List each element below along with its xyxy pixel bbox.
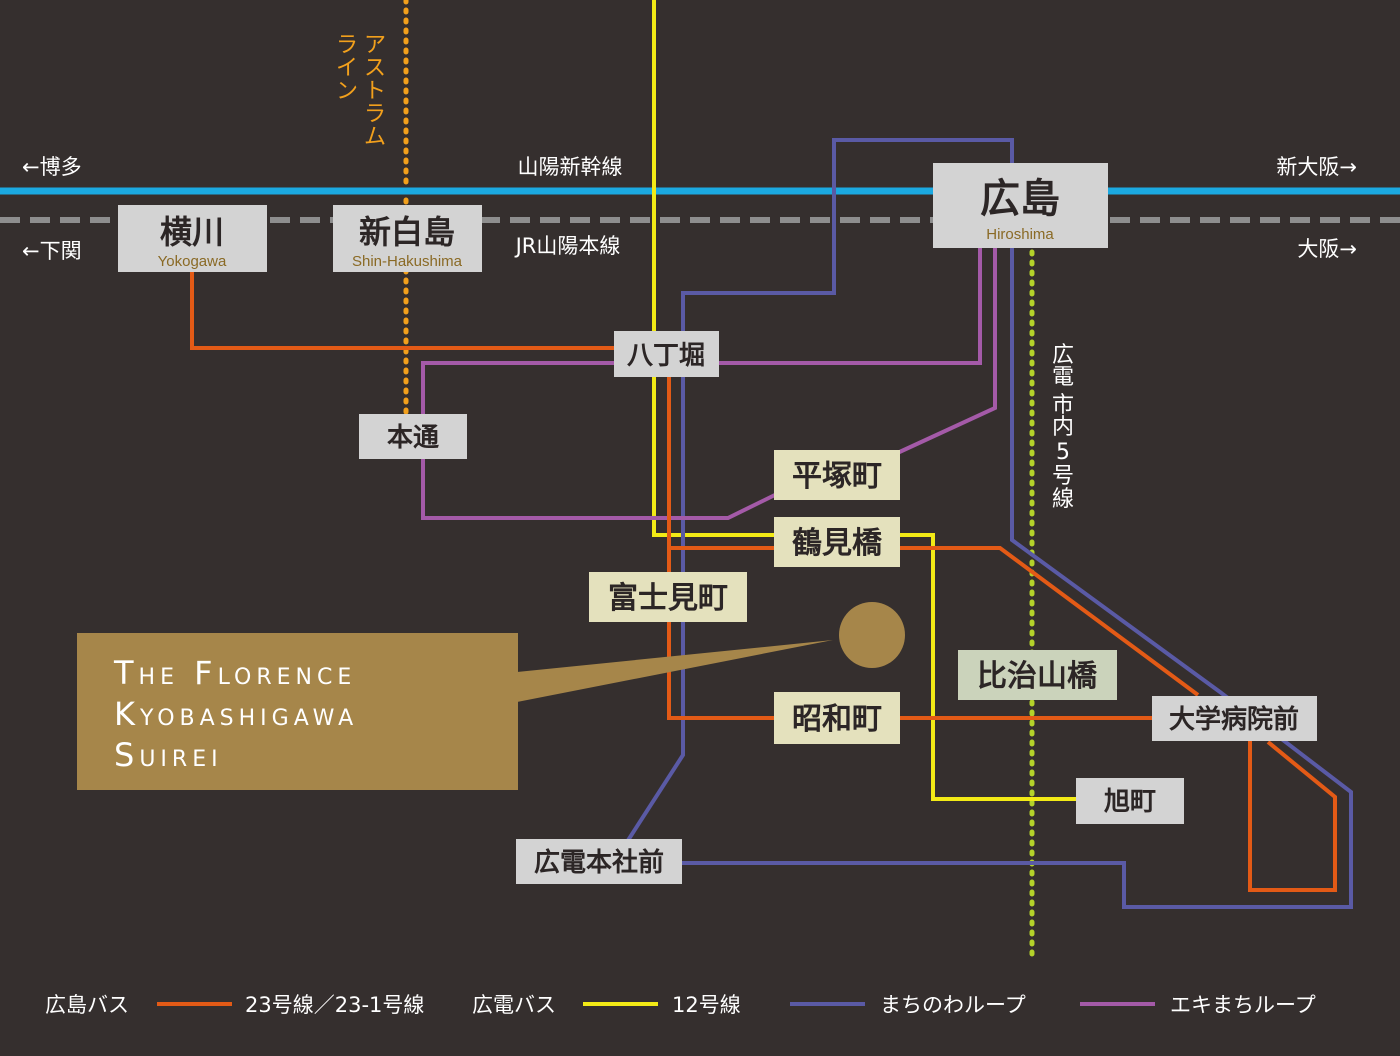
legend: 広島バス 23号線／23-1号線 広電バス 12号線 まちのわループ エキまちル… (45, 993, 1316, 1017)
stations: 横川 Yokogawa 新白島 Shin-Hakushima 広島 Hirosh… (118, 163, 1317, 884)
station-hondori-name: 本通 (387, 423, 439, 453)
station-hiratsukacho-name: 平塚町 (792, 459, 882, 494)
eki-machi-loop-route (421, 247, 997, 520)
station-fujimicho[interactable]: 富士見町 (589, 572, 747, 622)
property-location-marker[interactable] (839, 602, 905, 668)
station-hiroden-honsha-mae-name: 広電本社前 (534, 847, 664, 878)
hiroden-tram-label-char: 内 (1052, 415, 1074, 440)
station-hatchobori-name: 八丁堀 (627, 341, 705, 371)
station-shin-hakushima-sub: Shin-Hakushima (352, 253, 463, 270)
astram-line-label: アストラム ライン (336, 33, 386, 150)
legend-label-line12: 12号線 (672, 993, 741, 1017)
east-shin-osaka-label: 新大阪→ (1276, 155, 1357, 179)
hiroden-tram-label-char: 号 (1052, 464, 1074, 489)
property-name-line3: Suirei (114, 736, 223, 774)
legend-group-hiroden-bus: 広電バス (472, 993, 556, 1017)
east-osaka-label: 大阪→ (1297, 237, 1357, 261)
station-hondori[interactable]: 本通 (359, 414, 467, 459)
station-yokogawa[interactable]: 横川 Yokogawa (118, 205, 267, 272)
west-hakata-label: ←博多 (22, 155, 82, 179)
station-asahimachi[interactable]: 旭町 (1076, 778, 1184, 824)
legend-group-hiroshima-bus: 広島バス (45, 993, 129, 1017)
station-shin-hakushima[interactable]: 新白島 Shin-Hakushima (333, 205, 482, 272)
station-showamachi-name: 昭和町 (792, 702, 882, 737)
legend-label-machinowa: まちのわループ (880, 993, 1026, 1017)
station-shin-hakushima-name: 新白島 (359, 213, 455, 251)
station-hijiyamabashi[interactable]: 比治山橋 (958, 650, 1117, 700)
station-tsurumibashi[interactable]: 鶴見橋 (774, 517, 900, 567)
machinowa-loop-route (623, 138, 1353, 909)
astram-label-col1: アストラム (364, 33, 386, 150)
property-pointer (517, 640, 833, 702)
station-hiratsukacho[interactable]: 平塚町 (774, 450, 900, 500)
station-asahimachi-name: 旭町 (1104, 787, 1156, 817)
property-name-line2: Kyobashigawa (114, 695, 358, 733)
hiroden-tram-label-char: 5 (1056, 440, 1070, 465)
hiroden-tram-label-char: 線 (1052, 487, 1074, 512)
station-tsurumibashi-name: 鶴見橋 (792, 526, 883, 561)
station-daigaku-byoin-mae[interactable]: 大学病院前 (1152, 696, 1317, 741)
jr-line-label: JR山陽本線 (514, 234, 621, 258)
station-hiroden-honsha-mae[interactable]: 広電本社前 (516, 839, 682, 884)
property-name-line1: The Florence (113, 654, 356, 692)
station-hiroshima-sub: Hiroshima (986, 226, 1054, 243)
station-yokogawa-name: 横川 (160, 213, 224, 251)
station-daigaku-byoin-mae-name: 大学病院前 (1169, 704, 1299, 735)
rail-lines (0, 0, 1400, 961)
rail-labels: 山陽新幹線 JR山陽本線 ←博多 新大阪→ ←下関 大阪→ アストラム ライン … (22, 33, 1357, 512)
astram-label-col2: ライン (336, 33, 358, 104)
station-hijiyamabashi-name: 比治山橋 (977, 659, 1098, 694)
property-callout: The Florence Kyobashigawa Suirei (77, 602, 905, 790)
station-hiroshima-name: 広島 (980, 175, 1060, 222)
west-shimonoseki-label: ←下関 (22, 239, 82, 263)
hiroden-tram-label-char: 電 (1052, 365, 1074, 390)
shinkansen-label: 山陽新幹線 (518, 155, 623, 179)
hiroden-tram-label-char: 市 (1052, 393, 1074, 418)
station-hiroshima[interactable]: 広島 Hiroshima (933, 163, 1108, 248)
hiroden-tram-label-char: 広 (1052, 343, 1074, 368)
property-name-box (77, 633, 518, 790)
station-yokogawa-sub: Yokogawa (158, 253, 227, 270)
legend-label-ekimachi: エキまちループ (1170, 993, 1316, 1017)
legend-label-line23: 23号線／23-1号線 (245, 993, 424, 1017)
station-fujimicho-name: 富士見町 (608, 581, 728, 616)
station-showamachi[interactable]: 昭和町 (774, 692, 900, 744)
station-hatchobori[interactable]: 八丁堀 (614, 331, 719, 377)
hiroshima-bus-route-23 (190, 272, 1337, 892)
